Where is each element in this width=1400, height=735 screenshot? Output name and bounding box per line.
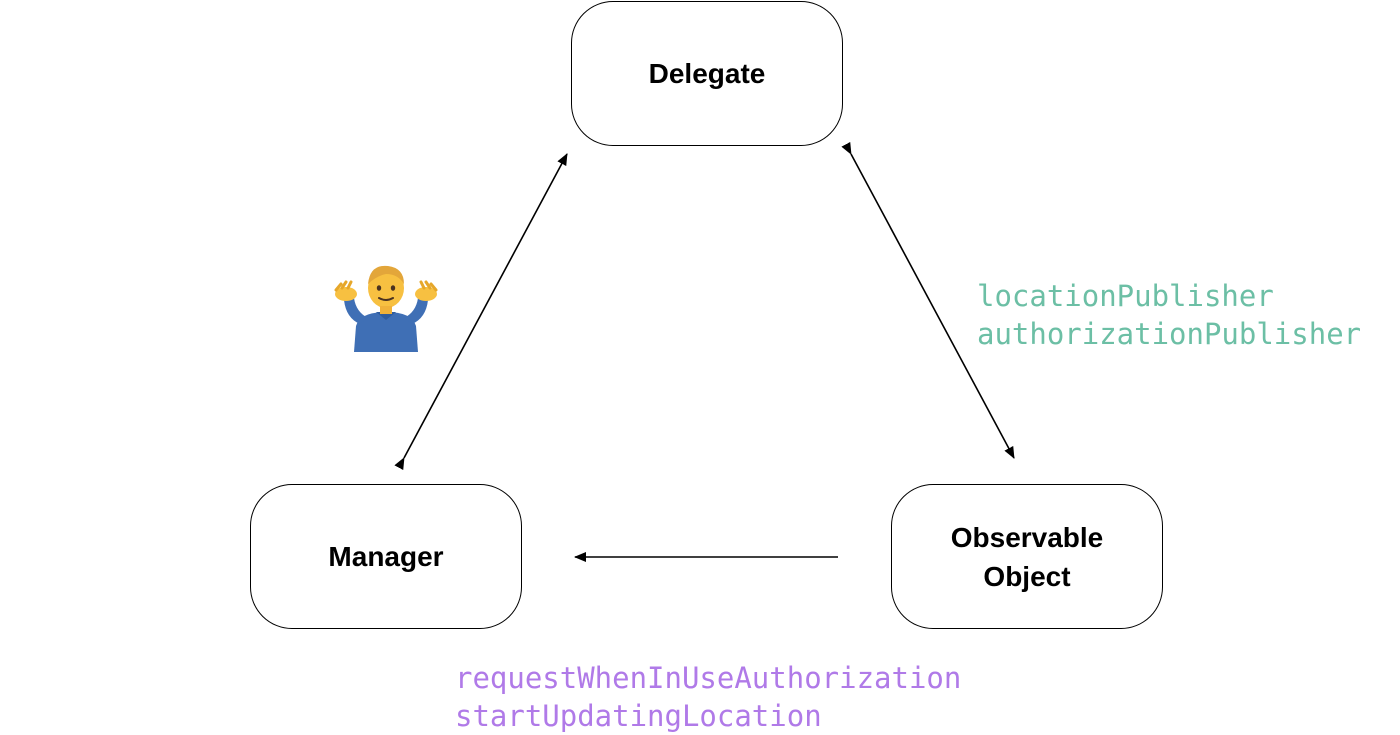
manager-methods-annotation: requestWhenInUseAuthorization startUpdat…: [455, 659, 961, 735]
request-authorization-text: requestWhenInUseAuthorization: [455, 661, 962, 695]
delegate-node: Delegate: [571, 1, 843, 146]
start-updating-location-text: startUpdatingLocation: [455, 699, 822, 733]
delegate-label: Delegate: [648, 58, 766, 89]
publisher-annotation: locationPublisher authorizationPublisher: [977, 277, 1361, 353]
authorization-publisher-text: authorizationPublisher: [977, 317, 1362, 351]
manager-label: Manager: [328, 541, 444, 572]
location-publisher-text: locationPublisher: [977, 279, 1274, 313]
man-shrugging-icon: [334, 265, 438, 352]
edge-manager-delegate: [394, 153, 568, 471]
edge-delegate-observable: [841, 141, 1015, 459]
manager-node: Manager: [250, 484, 522, 629]
observable-object-node: Observable Object: [891, 484, 1163, 629]
observable-object-label: Observable Object: [950, 521, 1104, 592]
